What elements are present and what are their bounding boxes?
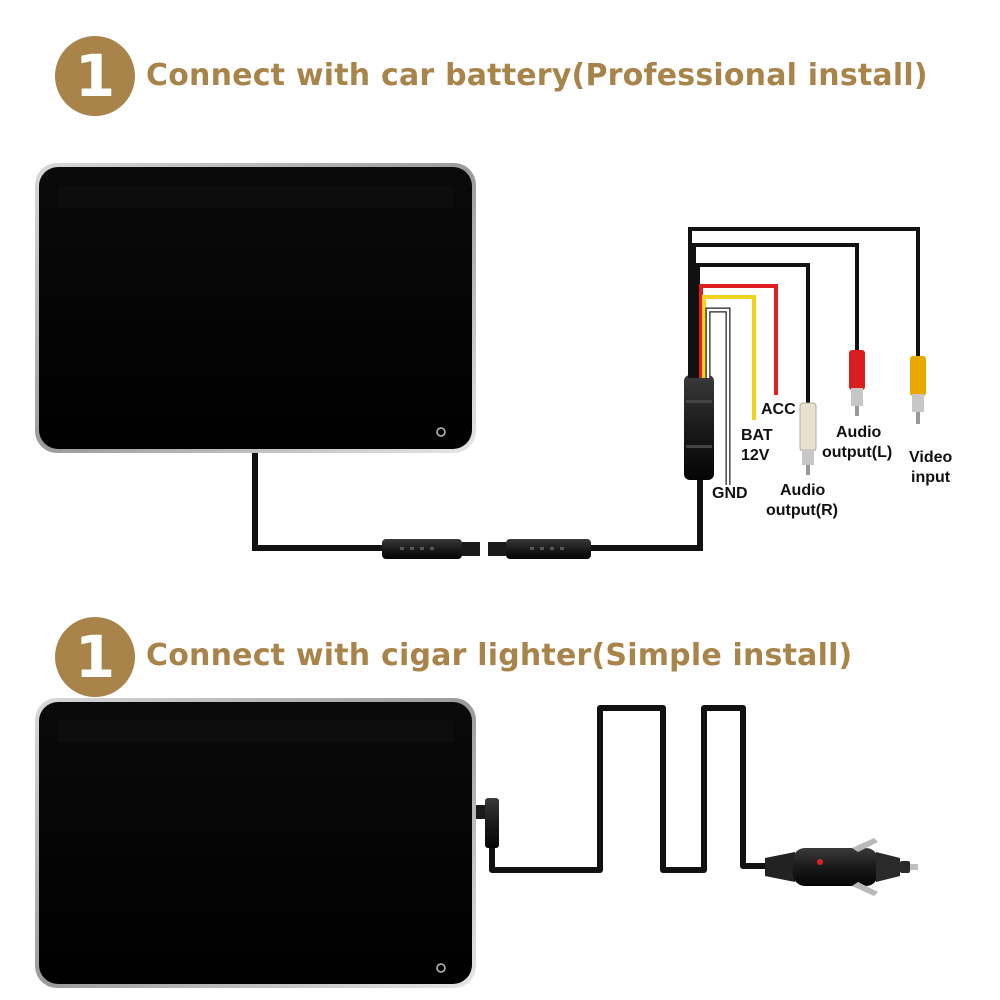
connector-male — [382, 539, 480, 559]
harness-wires — [688, 227, 920, 485]
headrest-monitor — [35, 163, 476, 453]
step-badge: 1 — [55, 617, 135, 697]
step-badge: 1 — [55, 36, 135, 116]
label-gnd: GND — [712, 485, 748, 502]
wire-harness — [684, 375, 714, 480]
label-audio-r-1: Audio — [780, 482, 826, 499]
label-bat-voltage: 12V — [741, 447, 770, 464]
label-video-2: input — [911, 469, 951, 486]
rca-plug-yellow — [910, 356, 926, 424]
cigar-lighter-cable — [489, 705, 795, 873]
headrest-monitor-2 — [35, 698, 476, 988]
connector-female — [488, 539, 591, 559]
label-video-1: Video — [909, 449, 953, 466]
power-cable — [252, 453, 385, 551]
cigar-lighter-plug — [765, 838, 918, 896]
label-audio-l-2: output(L) — [822, 444, 892, 461]
rca-plug-white — [799, 402, 817, 475]
power-icon — [436, 427, 446, 437]
label-bat: BAT — [741, 427, 773, 444]
harness-cable — [591, 478, 703, 551]
label-audio-l-1: Audio — [836, 424, 882, 441]
section-title-cigar-lighter: Connect with cigar lighter(Simple instal… — [146, 638, 853, 673]
section-title-car-battery: Connect with car battery(Professional in… — [146, 58, 928, 93]
dc-jack — [476, 798, 499, 848]
label-acc: ACC — [761, 401, 796, 418]
label-audio-r-2: output(R) — [766, 502, 838, 519]
power-icon — [436, 963, 446, 973]
rca-plug-red — [849, 350, 865, 416]
